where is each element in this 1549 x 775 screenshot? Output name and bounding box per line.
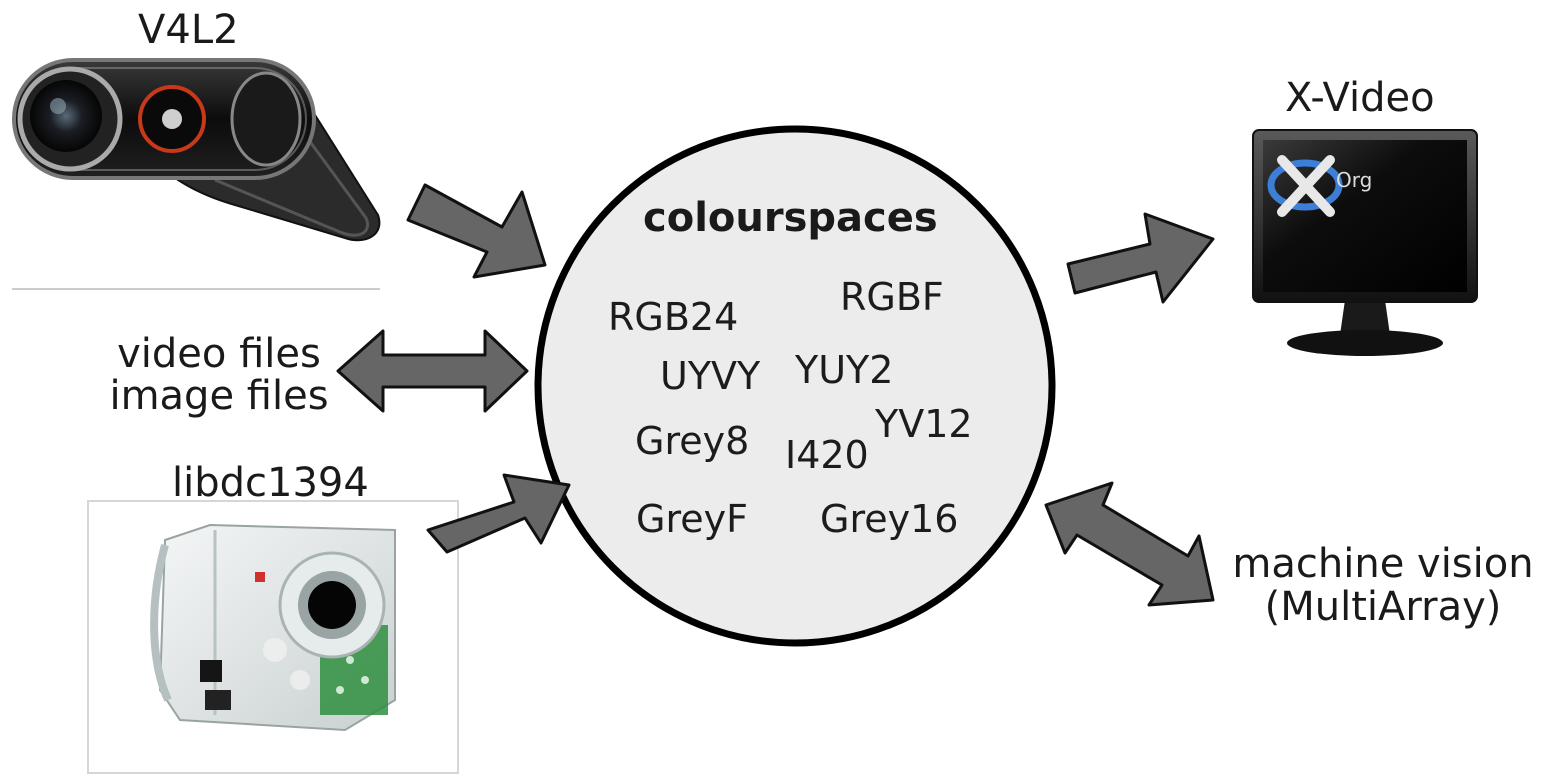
- colourspace-greyf: GreyF: [636, 497, 748, 541]
- colourspace-yuy2: YUY2: [795, 348, 894, 392]
- arrow-v4l2-to-hub: [406, 183, 547, 279]
- colourspace-grey16: Grey16: [820, 497, 959, 541]
- video-files-label: video files: [117, 331, 321, 377]
- arrow-hub-to-xvideo: [1066, 212, 1215, 304]
- colourspaces-circle: [534, 125, 1056, 647]
- colourspaces-title: colourspaces: [643, 195, 938, 241]
- arrow-libdc1394-to-hub: [426, 473, 571, 554]
- machine-vision-line1: machine vision: [1232, 541, 1534, 587]
- colourspace-rgb24: RGB24: [608, 295, 739, 339]
- colourspace-grey8: Grey8: [635, 419, 750, 463]
- arrow-files-hub-bidirectional: [336, 329, 529, 413]
- machine-vision-label: machine vision (MultiArray): [1222, 541, 1544, 631]
- xvideo-label: X-Video: [1285, 75, 1435, 121]
- files-label: video files image files: [90, 333, 348, 417]
- arrow-hub-machine-vision-bidirectional: [1044, 481, 1215, 607]
- monitor-xorg-icon: [1252, 129, 1478, 356]
- multiarray-line2: (MultiArray): [1264, 584, 1502, 631]
- firewire-camera-icon: [150, 523, 396, 732]
- v4l2-label: V4L2: [138, 7, 239, 53]
- image-files-label: image files: [109, 373, 329, 419]
- colourspace-i420: I420: [785, 433, 869, 477]
- webcam-icon: [12, 58, 381, 242]
- colourspace-yv12: YV12: [875, 402, 973, 446]
- libdc1394-label: libdc1394: [172, 460, 369, 506]
- colourspace-rgbf: RGBF: [840, 275, 944, 319]
- colourspace-uyvy: UYVY: [660, 354, 761, 398]
- xorg-logo-text: Org: [1336, 168, 1373, 192]
